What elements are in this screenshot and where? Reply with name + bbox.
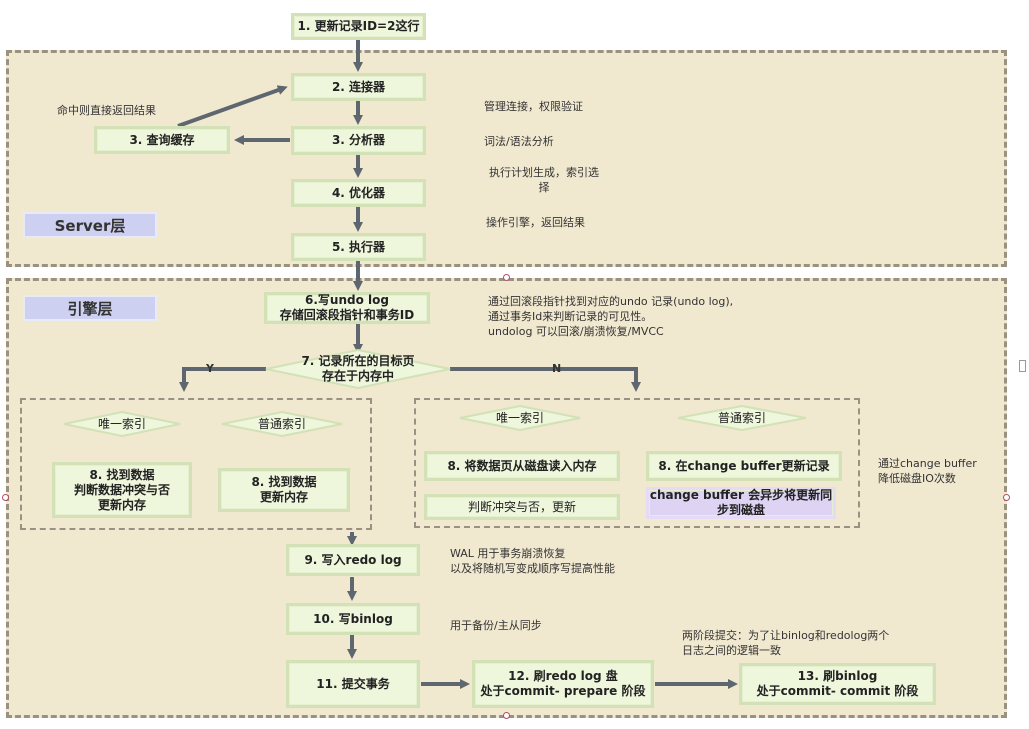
engine-layer-tag: 引擎层 xyxy=(23,295,157,321)
step-10-binlog: 10. 写binlog xyxy=(286,603,420,635)
step-6-undo-log: 6.写undo log 存储回滚段指针和事务ID xyxy=(264,292,430,324)
selection-handle-left[interactable] xyxy=(2,494,9,501)
right-normal-label: 普通索引 xyxy=(717,410,766,425)
analyzer-note: 词法/语法分析 xyxy=(484,135,554,148)
two-phase-note: 两阶段提交：为了让binlog和redolog两个 日志之间的逻辑一致 xyxy=(682,629,890,657)
step-12-redo-prepare: 12. 刷redo log 盘 处于commit- prepare 阶段 xyxy=(472,660,654,708)
memory-hit-group xyxy=(20,398,372,530)
selection-handle-bottom[interactable] xyxy=(503,712,510,719)
right-read-disk: 8. 将数据页从磁盘读入内存 xyxy=(424,451,620,481)
step-11-commit: 11. 提交事务 xyxy=(286,660,420,708)
decision-text: 7. 记录所在的目标页 存在于内存中 xyxy=(301,354,415,383)
decision-diamond xyxy=(265,348,451,390)
selection-handle-top[interactable] xyxy=(503,274,510,281)
executor-note: 操作引擎，返回结果 xyxy=(486,216,585,229)
right-normal-diamond xyxy=(677,404,807,432)
undo-note: 通过回滚段指针找到对应的undo 记录(undo log), 通过事务Id来判断… xyxy=(488,295,734,338)
left-unique-label: 唯一索引 xyxy=(97,416,146,431)
selection-handle-right[interactable] xyxy=(1003,494,1010,501)
right-cb-update: 8. 在change buffer更新记录 xyxy=(646,451,842,481)
binlog-note: 用于备份/主从同步 xyxy=(450,619,542,632)
arrow-cache-connector xyxy=(177,85,288,128)
step-3-analyzer: 3. 分析器 xyxy=(291,126,426,155)
yes-label: Y xyxy=(206,362,214,375)
scroll-handle-right[interactable] xyxy=(1019,360,1026,372)
left-unique-diamond xyxy=(63,410,181,438)
step-13-flush-binlog: 13. 刷binlog 处于commit- commit 阶段 xyxy=(739,663,936,705)
right-unique-label: 唯一索引 xyxy=(495,410,544,425)
memory-miss-group xyxy=(414,398,860,528)
step-5-executor: 5. 执行器 xyxy=(291,233,426,261)
cache-hit-note: 命中则直接返回结果 xyxy=(57,104,156,117)
redo-note: WAL 用于事务崩溃恢复 以及将随机写变成顺序写提高性能 xyxy=(450,547,615,575)
server-layer xyxy=(6,50,1007,267)
right-unique-diamond xyxy=(459,404,581,432)
step-4-optimizer: 4. 优化器 xyxy=(291,179,426,207)
right-cb-async: change buffer 会异步将更新同 步到磁盘 xyxy=(646,487,836,519)
arrow-no-branch xyxy=(450,367,641,392)
step-2-connector: 2. 连接器 xyxy=(291,73,426,101)
step-3-query-cache: 3. 查询缓存 xyxy=(94,126,230,154)
connector-note: 管理连接，权限验证 xyxy=(484,100,583,113)
right-check-conflict: 判断冲突与否，更新 xyxy=(424,494,620,520)
left-normal-diamond xyxy=(221,410,343,438)
server-layer-tag: Server层 xyxy=(23,212,157,238)
step-1-update-row: 1. 更新记录ID=2这行 xyxy=(291,13,426,40)
optimizer-note: 执行计划生成，索引选 择 xyxy=(489,166,599,194)
change-buffer-note: 通过change buffer 降低磁盘IO次数 xyxy=(878,457,977,485)
left-normal-label: 普通索引 xyxy=(257,416,306,431)
step-9-redo-log: 9. 写入redo log xyxy=(286,544,420,576)
left-unique-action: 8. 找到数据 判断数据冲突与否 更新内存 xyxy=(52,462,192,518)
left-normal-action: 8. 找到数据 更新内存 xyxy=(218,468,350,512)
no-label: N xyxy=(552,362,562,375)
arrow-yes-branch xyxy=(179,367,266,392)
